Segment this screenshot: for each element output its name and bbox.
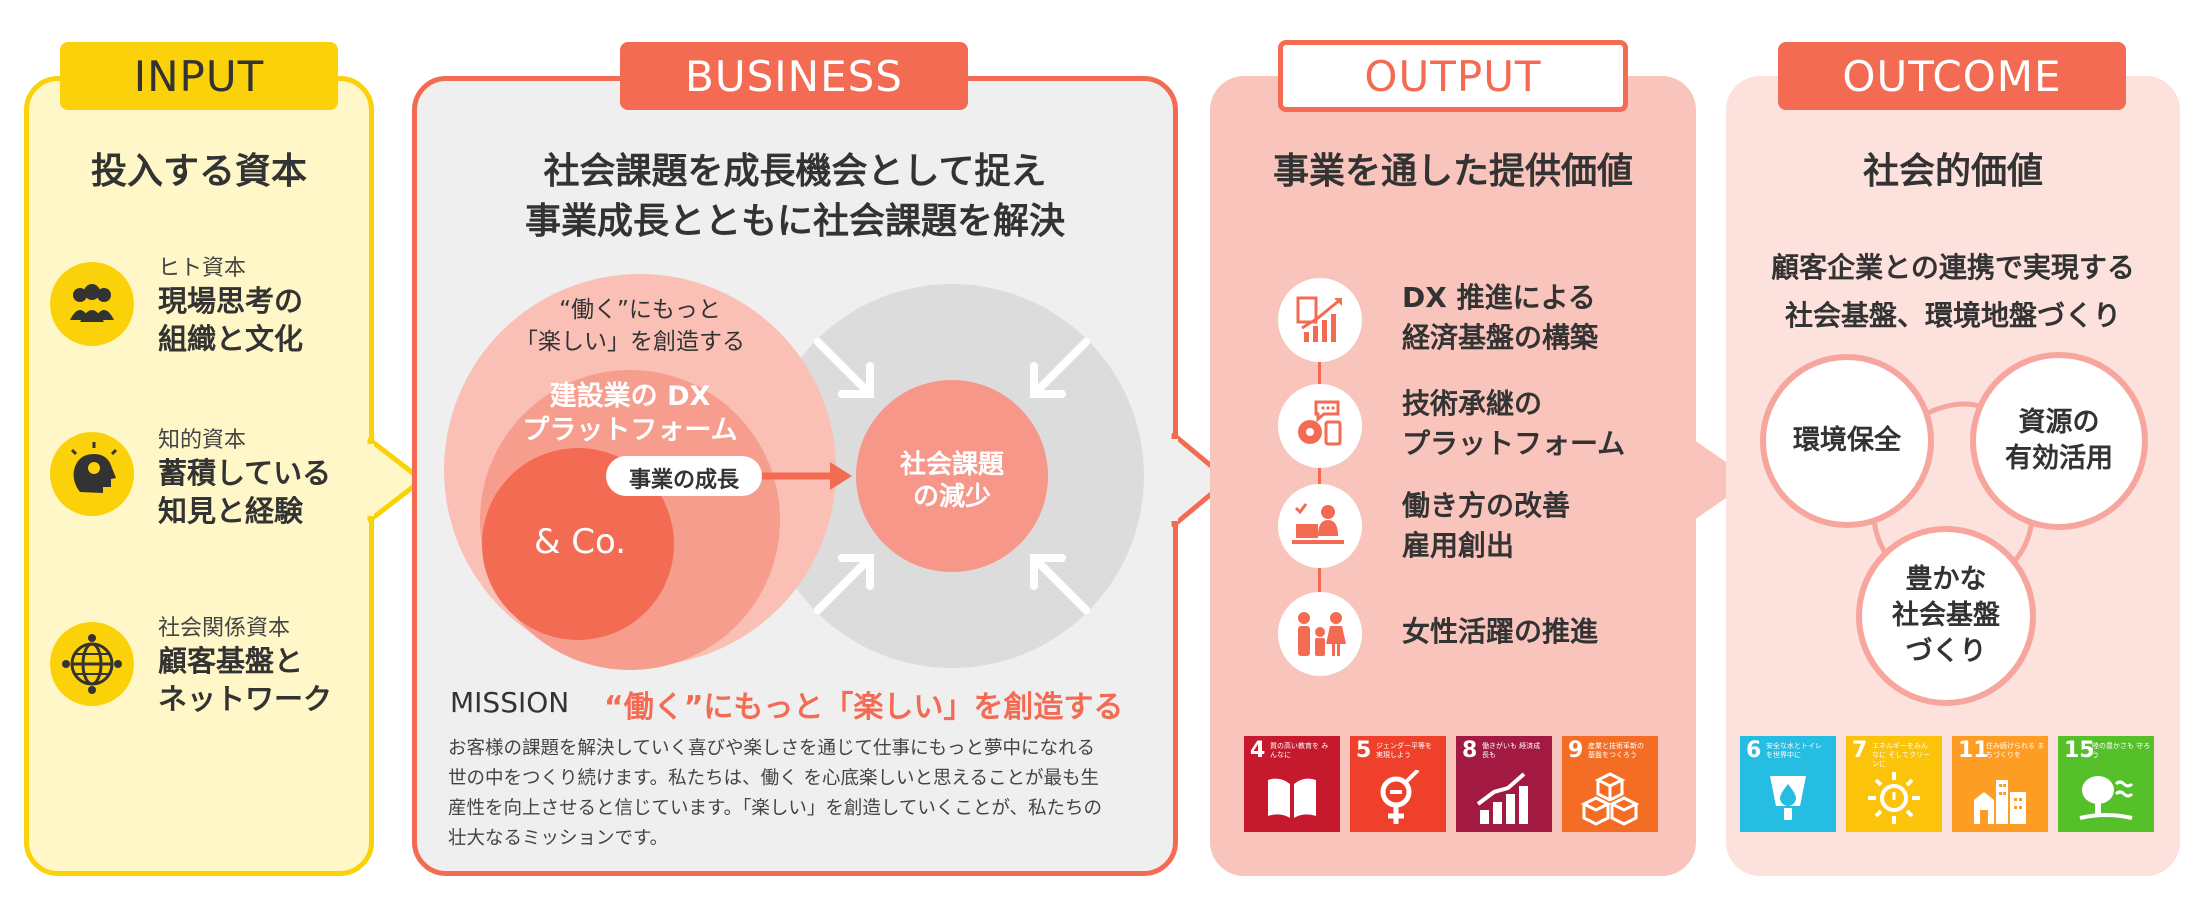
input-category-2: 知的資本 bbox=[158, 428, 247, 453]
input-icon-circle-1 bbox=[50, 262, 134, 346]
input-icon-circle-2 bbox=[50, 432, 134, 516]
input-category-3: 社会関係資本 bbox=[158, 616, 291, 641]
sun-icon bbox=[1868, 772, 1920, 824]
business-title-line1: 社会課題を成長機会として捉え bbox=[543, 151, 1047, 192]
business-arrow bbox=[1164, 432, 1231, 528]
input-line1-3: 顧客基盤と bbox=[158, 644, 304, 678]
input-line2-3: ネットワーク bbox=[158, 682, 333, 716]
output-header: OUTPUT bbox=[1278, 40, 1628, 112]
outcome-subtitle-2: 社会基盤、環境地盤づくり bbox=[1784, 299, 2121, 332]
input-icon-circle-3 bbox=[50, 622, 134, 706]
and-co-label: & Co. bbox=[533, 522, 627, 562]
input-header: INPUT bbox=[60, 42, 338, 110]
family-icon bbox=[1298, 612, 1346, 656]
output-icon-circle-2 bbox=[1278, 384, 1362, 468]
mission-circle-label-1: “働く”にもっと bbox=[559, 297, 721, 323]
growth-label: 事業の成長 bbox=[628, 468, 739, 493]
growth-icon bbox=[1476, 772, 1528, 824]
output-title: 事業を通した提供価値 bbox=[1272, 151, 1633, 192]
output-item-3-line1: 働き方の改善 bbox=[1402, 489, 1571, 522]
knowledge-share-icon bbox=[1298, 400, 1342, 446]
social-issue-label-2: の減少 bbox=[912, 482, 991, 512]
input-title: 投入する資本 bbox=[90, 151, 307, 192]
input-arrow bbox=[360, 437, 425, 523]
sdg-4-tile: 4 質の高い教育を みんなに bbox=[1244, 736, 1340, 832]
mission-body-3: 産性を向上させると信じています。「楽しい」を創造していくことが、私たちの bbox=[448, 798, 1102, 819]
output-icon-circle-1 bbox=[1278, 278, 1362, 362]
input-line1-1: 現場思考の bbox=[158, 284, 304, 318]
output-icon-circle-3 bbox=[1278, 484, 1362, 568]
outcome-circle-resources: 資源の有効活用 bbox=[1970, 352, 2148, 530]
input-line2-1: 組織と文化 bbox=[158, 322, 304, 356]
tree-icon bbox=[2079, 776, 2134, 820]
outcome-header: OUTCOME bbox=[1778, 42, 2126, 110]
city-icon bbox=[1974, 780, 2026, 824]
mission-body-4: 壮大なるミッションです。 bbox=[448, 828, 669, 849]
sdg-6-tile: 6 安全な水とトイレ を世界中に bbox=[1740, 736, 1836, 832]
output-connector-line bbox=[1318, 318, 1321, 628]
output-icon-circle-4 bbox=[1278, 592, 1362, 676]
growth-chart-icon bbox=[1296, 296, 1342, 342]
output-item-1-line1: DX 推進による bbox=[1402, 281, 1596, 314]
mission-label: MISSION bbox=[450, 686, 570, 719]
social-issue-label-1: 社会課題 bbox=[899, 450, 1004, 480]
sdg-5-tile: 5 ジェンダー平等を 実現しよう bbox=[1350, 736, 1446, 832]
lightbulb-head-icon bbox=[70, 442, 118, 493]
mission-body-2: 世の中をつくり続けます。私たちは、働く を心底楽しいと思えることが最も生 bbox=[448, 768, 1099, 789]
outcome-circle-social-foundation: 豊かな社会基盤づくり bbox=[1856, 526, 2036, 706]
business-title-line2: 事業成長とともに社会課題を解決 bbox=[524, 201, 1065, 242]
output-item-4-line1: 女性活躍の推進 bbox=[1402, 615, 1599, 648]
input-line2-2: 知見と経験 bbox=[158, 494, 304, 528]
book-icon bbox=[1268, 778, 1316, 818]
outcome-circle-environment: 環境保全 bbox=[1760, 354, 1934, 528]
output-item-2-line1: 技術承継の bbox=[1402, 387, 1543, 420]
input-category-1: ヒト資本 bbox=[158, 256, 247, 281]
output-arrow bbox=[1694, 440, 1752, 520]
mission-body-1: お客様の課題を解決していく喜びや楽しさを通じて仕事にもっと夢中になれる bbox=[448, 738, 1095, 759]
outcome-title: 社会的価値 bbox=[1862, 151, 2043, 192]
sdg-11-tile: 11 住み続けられる まちづくりを bbox=[1952, 736, 2048, 832]
remote-work-icon bbox=[1292, 503, 1344, 544]
people-icon bbox=[70, 284, 114, 322]
dx-platform-label-1: 建設業の DX bbox=[549, 381, 711, 412]
gender-icon bbox=[1380, 770, 1420, 824]
globe-network-icon bbox=[62, 634, 122, 694]
mission-circle-label-2: 「楽しい」を創造する bbox=[515, 329, 745, 355]
sdg-8-tile: 8 働きがいも 経済成長も bbox=[1456, 736, 1552, 832]
outcome-subtitle-1: 顧客企業との連携で実現する bbox=[1771, 251, 2135, 284]
dx-platform-label-2: プラットフォーム bbox=[522, 415, 738, 446]
mission-statement: “働く”にもっと「楽しい」を創造する bbox=[604, 690, 1124, 725]
output-item-2-line2: プラットフォーム bbox=[1402, 427, 1626, 460]
water-icon bbox=[1770, 776, 1806, 820]
sdg-9-tile: 9 産業と技術革新の 基盤をつくろう bbox=[1562, 736, 1658, 832]
sdg-15-tile: 15 陸の豊かさも 守ろう bbox=[2058, 736, 2154, 832]
social-issue-inner-circle bbox=[856, 380, 1048, 572]
business-header: BUSINESS bbox=[620, 42, 968, 110]
sdg-7-tile: 7 エネルギーをみんなに そしてクリーンに bbox=[1846, 736, 1942, 832]
business-diagram bbox=[444, 274, 1144, 670]
cubes-icon bbox=[1580, 772, 1640, 826]
output-item-3-line2: 雇用創出 bbox=[1402, 529, 1515, 562]
input-line1-2: 蓄積している bbox=[158, 456, 332, 490]
output-item-1-line2: 経済基盤の構築 bbox=[1402, 321, 1599, 354]
